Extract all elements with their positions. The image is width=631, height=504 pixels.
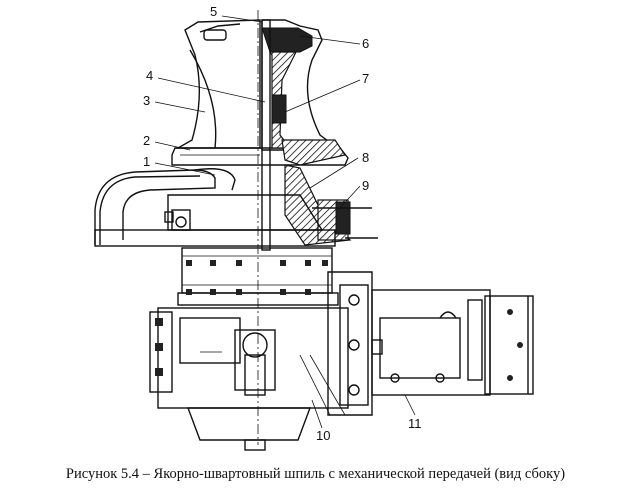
motor: [327, 271, 534, 416]
figure-caption: Рисунок 5.4 – Якорно-швартовный шпиль с …: [65, 466, 566, 482]
shaft: [257, 10, 271, 445]
label-11: 11: [408, 416, 422, 431]
label-6: 6: [362, 36, 369, 51]
label-2: 2: [143, 133, 150, 148]
capstan-drum: [171, 19, 349, 166]
label-3: 3: [143, 93, 150, 108]
label-4: 4: [146, 68, 153, 83]
label-1: 1: [143, 154, 150, 169]
hawse-pipe: [94, 168, 236, 245]
label-9: 9: [362, 178, 369, 193]
label-7: 7: [362, 71, 369, 86]
label-8: 8: [362, 150, 369, 165]
label-5: 5: [210, 4, 217, 19]
capstan-diagram: 5 6 4 7 3 2 1 8 9 10 11: [94, 4, 534, 451]
section-cut: [261, 19, 378, 246]
gearbox: [149, 307, 349, 451]
label-10: 10: [316, 428, 330, 443]
base-plate: [94, 194, 336, 247]
leader-lines: [154, 15, 416, 429]
column-flange: [177, 247, 339, 306]
